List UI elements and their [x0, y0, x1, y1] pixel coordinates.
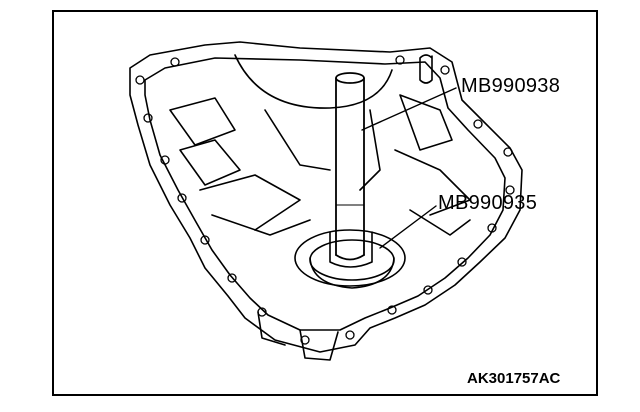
left-web [199, 174, 301, 231]
right-rib [399, 94, 453, 151]
leader-line-tool-2 [379, 205, 437, 249]
left-web-2 [211, 214, 311, 236]
left-rib-2 [179, 139, 241, 186]
dowel-pin [419, 54, 433, 84]
oil-seal [309, 257, 395, 289]
lower-boss [299, 329, 339, 361]
center-rib-2 [359, 109, 381, 191]
tool-callout-mb990935: MB990935 [438, 192, 538, 214]
housing-flange-outline [129, 41, 523, 353]
left-rib [169, 97, 236, 146]
bearing-bore-outer [294, 229, 406, 287]
figure-code: AK301757AC [467, 370, 561, 387]
right-web [394, 149, 471, 216]
installer-tool-body [329, 231, 373, 268]
upper-cavity [234, 54, 393, 109]
figure-frame [52, 10, 598, 396]
center-rib [264, 109, 331, 171]
leader-line-tool-1 [361, 87, 457, 131]
handle-bar [335, 72, 365, 261]
lower-lug [257, 311, 286, 346]
tool-callout-mb990938: MB990938 [461, 75, 561, 97]
right-web-2 [409, 209, 471, 236]
bolt-holes [135, 55, 515, 345]
